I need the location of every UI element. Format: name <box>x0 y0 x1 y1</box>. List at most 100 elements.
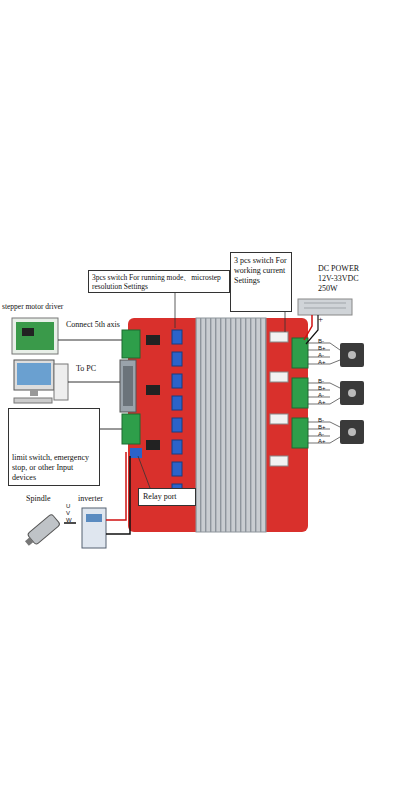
pin-name: A+ <box>318 399 326 405</box>
stepper-motor <box>340 420 364 444</box>
motor-wires <box>308 383 340 404</box>
motor-wires <box>308 422 340 443</box>
component <box>270 456 288 466</box>
inverter-display <box>86 514 102 522</box>
motor-shaft <box>348 351 356 359</box>
pin-name: B+ <box>318 424 326 430</box>
spindle-node: Spindle <box>22 494 64 552</box>
pin-name: A- <box>318 392 324 398</box>
terminal-block <box>292 418 308 448</box>
power-supply-node: DC POWER 12V-33VDC 250W <box>296 262 398 316</box>
driver-node: stepper motor driver <box>0 302 66 358</box>
pin-name: A+ <box>318 438 326 444</box>
node-text: 3 pcs switch For working current Setting… <box>234 256 289 286</box>
inverter-node: inverter <box>76 494 112 552</box>
chip <box>146 440 160 450</box>
pc-stand <box>30 390 38 396</box>
power-supply-vent <box>304 308 346 309</box>
connection-note: To PC <box>76 364 96 373</box>
stepper-motor <box>340 381 364 405</box>
pin-name: B- <box>318 378 324 384</box>
phase-name: V <box>66 510 70 516</box>
wire <box>58 340 122 341</box>
motor-wires <box>308 343 340 364</box>
wire <box>100 429 122 430</box>
dip-switch <box>172 374 182 388</box>
stepper-motor <box>340 343 364 367</box>
motor-terminals <box>292 338 308 448</box>
leader-line <box>285 312 286 332</box>
pin-name: A- <box>318 431 324 437</box>
node-text: Spindle <box>26 494 64 504</box>
chip <box>146 385 160 395</box>
spindle-tip <box>25 537 33 545</box>
motor-shaft <box>348 428 356 436</box>
relay-component <box>130 448 142 458</box>
pin-name: A+ <box>318 359 326 365</box>
node-text: 3pcs switch For running mode、microstep r… <box>92 273 227 291</box>
controller-board <box>128 318 308 532</box>
pc-screen <box>17 363 51 385</box>
motor-shaft <box>348 389 356 397</box>
input-devices-box: limit switch, emergency stop, or other I… <box>8 408 100 486</box>
dip-switch <box>172 440 182 454</box>
pin-name: B- <box>318 417 324 423</box>
db25-connector <box>120 360 136 412</box>
chip <box>22 328 34 336</box>
pc-keyboard <box>14 398 52 403</box>
dip-switch <box>172 352 182 366</box>
power-supply <box>298 299 352 315</box>
relay-wire <box>106 452 126 520</box>
power-supply-vent <box>304 303 346 304</box>
leader-line <box>175 293 176 328</box>
chip <box>146 335 160 345</box>
power-wire <box>306 315 318 344</box>
dip-switch <box>172 418 182 432</box>
terminal-block <box>292 338 308 368</box>
leader-line <box>138 456 150 488</box>
inverter-image <box>82 508 106 548</box>
phase-name: W <box>66 517 72 523</box>
node-text: DC POWER 12V-33VDC 250W <box>318 264 374 294</box>
relay-wire <box>106 456 130 534</box>
component <box>270 332 288 342</box>
terminal-block <box>122 414 140 444</box>
pin-name: A- <box>318 352 324 358</box>
heatsink <box>196 318 266 532</box>
polarity-sign: + <box>318 314 323 324</box>
pin-name: B+ <box>318 385 326 391</box>
component <box>270 372 288 382</box>
dip-switch <box>172 396 182 410</box>
wire <box>68 382 120 383</box>
dip-switches <box>172 330 182 498</box>
terminal-block <box>122 330 140 358</box>
terminal-block <box>292 378 308 408</box>
power-wire <box>304 315 312 340</box>
callout-box: 3pcs switch For running mode、microstep r… <box>88 270 230 293</box>
stepper-motors <box>308 343 364 444</box>
node-text: stepper motor driver <box>2 302 66 311</box>
driver-components <box>270 332 288 466</box>
dip-switch <box>172 330 182 344</box>
pc-monitor <box>14 360 54 390</box>
pc-tower <box>54 364 68 400</box>
node-text: limit switch, emergency stop, or other I… <box>12 453 97 483</box>
component <box>270 414 288 424</box>
phase-name: U <box>66 503 70 509</box>
pin-name: B+ <box>318 345 326 351</box>
wire-connector <box>64 522 76 524</box>
node-text: Relay port <box>143 492 193 502</box>
connection-note: Connect 5th axis <box>66 320 120 329</box>
db25-pins <box>123 366 133 406</box>
node-text: inverter <box>78 494 112 504</box>
callout-box: Relay port <box>138 488 196 506</box>
callout-box: 3 pcs switch For working current Setting… <box>230 252 292 312</box>
driver-image <box>12 318 58 354</box>
driver-board <box>16 322 54 350</box>
pin-name: B- <box>318 338 324 344</box>
